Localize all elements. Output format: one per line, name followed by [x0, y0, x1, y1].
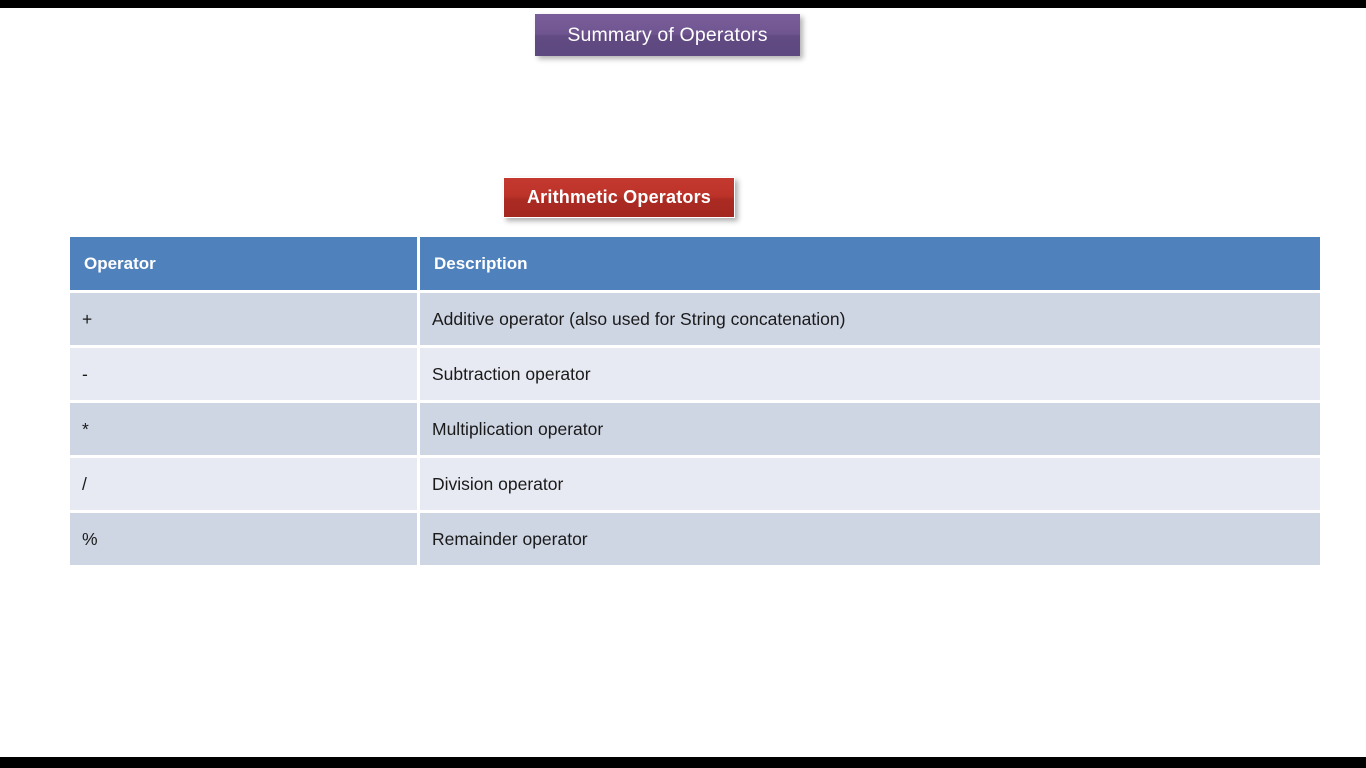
cell-operator: / — [70, 458, 420, 513]
cell-operator: % — [70, 513, 420, 565]
table-row: * Multiplication operator — [70, 403, 1320, 458]
cell-description: Multiplication operator — [420, 403, 1320, 458]
column-header-operator: Operator — [70, 237, 420, 293]
column-header-description: Description — [420, 237, 1320, 293]
operator-description: Remainder operator — [432, 528, 588, 549]
operator-symbol: - — [82, 363, 88, 384]
operator-description: Multiplication operator — [432, 418, 604, 439]
operator-description: Division operator — [432, 473, 564, 494]
operator-description: Subtraction operator — [432, 363, 591, 384]
table-row: + Additive operator (also used for Strin… — [70, 293, 1320, 348]
section-heading-banner: Arithmetic Operators — [503, 177, 735, 218]
cell-description: Division operator — [420, 458, 1320, 513]
section-heading-label: Arithmetic Operators — [526, 187, 712, 207]
column-header-description-label: Description — [434, 253, 528, 273]
operator-symbol: % — [82, 528, 98, 549]
cell-operator: * — [70, 403, 420, 458]
cell-description: Additive operator (also used for String … — [420, 293, 1320, 348]
slide-title-label: Summary of Operators — [567, 23, 768, 46]
column-header-operator-label: Operator — [84, 253, 156, 273]
letterbox-top — [0, 0, 1366, 8]
letterbox-bottom — [0, 757, 1366, 768]
cell-operator: + — [70, 293, 420, 348]
table-row: - Subtraction operator — [70, 348, 1320, 403]
cell-description: Subtraction operator — [420, 348, 1320, 403]
table-row: / Division operator — [70, 458, 1320, 513]
cell-description: Remainder operator — [420, 513, 1320, 565]
table-row: % Remainder operator — [70, 513, 1320, 565]
operator-symbol: / — [82, 473, 87, 494]
operators-table: Operator Description + Additive operator… — [70, 237, 1320, 565]
operator-description: Additive operator (also used for String … — [432, 308, 846, 329]
slide-title-banner: Summary of Operators — [535, 14, 800, 56]
table-header-row: Operator Description — [70, 237, 1320, 293]
operator-symbol: * — [82, 418, 89, 439]
operator-symbol: + — [82, 308, 93, 329]
slide-canvas: Summary of Operators Arithmetic Operator… — [0, 8, 1366, 757]
cell-operator: - — [70, 348, 420, 403]
